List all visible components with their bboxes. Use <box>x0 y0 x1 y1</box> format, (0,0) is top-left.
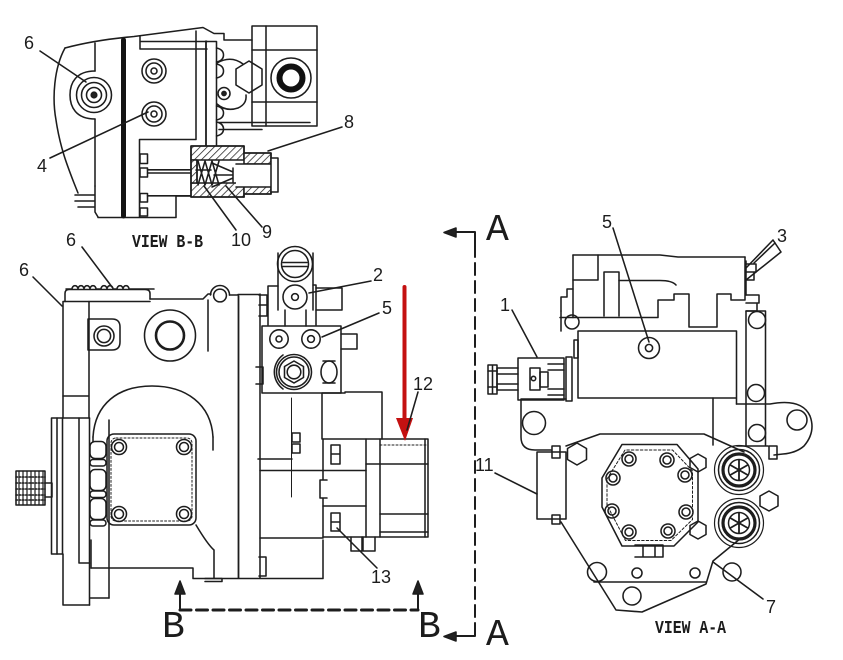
svg-text:9: 9 <box>262 222 272 242</box>
svg-text:5: 5 <box>382 298 392 318</box>
svg-text:6: 6 <box>24 33 34 53</box>
svg-text:4: 4 <box>37 156 47 176</box>
svg-text:B: B <box>418 606 441 649</box>
svg-text:12: 12 <box>413 374 433 394</box>
svg-text:1: 1 <box>500 295 510 315</box>
svg-text:2: 2 <box>373 265 383 285</box>
svg-text:A: A <box>486 209 509 252</box>
svg-text:A: A <box>486 614 509 657</box>
svg-text:VIEW A-A: VIEW A-A <box>655 619 726 639</box>
svg-text:13: 13 <box>371 567 391 587</box>
svg-text:6: 6 <box>19 260 29 280</box>
svg-text:6: 6 <box>66 230 76 250</box>
svg-text:3: 3 <box>777 226 787 246</box>
svg-text:10: 10 <box>231 230 251 250</box>
svg-text:5: 5 <box>602 212 612 232</box>
svg-text:VIEW B-B: VIEW B-B <box>132 233 203 253</box>
svg-text:7: 7 <box>766 597 776 617</box>
svg-text:8: 8 <box>344 112 354 132</box>
svg-text:B: B <box>162 606 185 649</box>
svg-text:11: 11 <box>475 455 494 475</box>
